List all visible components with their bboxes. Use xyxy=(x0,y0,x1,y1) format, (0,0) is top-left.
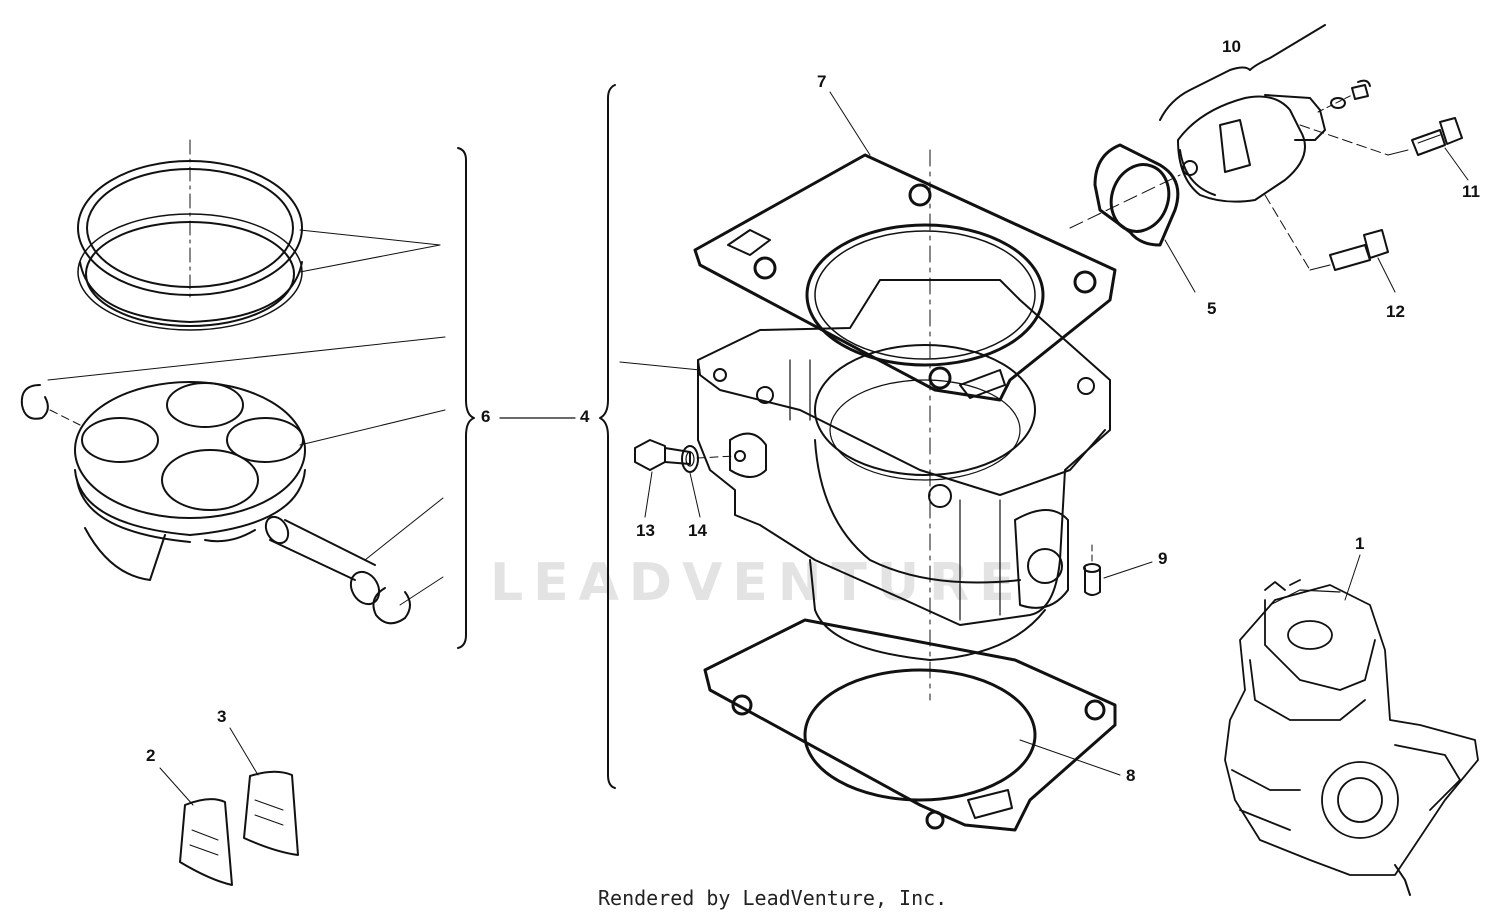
callout-12: 12 xyxy=(1386,302,1405,321)
decal-2[interactable] xyxy=(179,798,233,886)
callout-2: 2 xyxy=(146,746,156,765)
dowel-pin-9[interactable] xyxy=(1083,563,1101,596)
callout-4: 4 xyxy=(580,407,590,426)
watermark: LEADVENTURE xyxy=(490,553,1025,613)
piston-pin[interactable] xyxy=(261,513,384,609)
engine-assembly[interactable] xyxy=(1224,579,1479,896)
piston-circlip-right[interactable] xyxy=(372,587,411,625)
washer-14[interactable] xyxy=(681,445,699,473)
piston-rings[interactable] xyxy=(77,139,303,331)
brace-4 xyxy=(599,84,616,789)
callout-6: 6 xyxy=(481,407,491,426)
bolt-11[interactable] xyxy=(1411,117,1463,156)
callout-7: 7 xyxy=(817,72,827,91)
piston-circlip-left[interactable] xyxy=(20,384,49,420)
cylinder-base-gasket[interactable] xyxy=(703,618,1117,832)
chain-tensioner[interactable] xyxy=(1177,94,1326,203)
callout-11: 11 xyxy=(1462,182,1480,201)
tensioner-plug-screw[interactable] xyxy=(1351,79,1371,100)
callout-14: 14 xyxy=(688,521,707,540)
brace-10 xyxy=(1159,24,1326,121)
brace-6 xyxy=(457,147,475,649)
bolt-13[interactable] xyxy=(634,439,691,471)
callout-1: 1 xyxy=(1355,534,1365,553)
callout-10: 10 xyxy=(1222,37,1241,56)
cylinder-head-gasket[interactable] xyxy=(693,153,1117,402)
callout-9: 9 xyxy=(1158,549,1168,568)
piston[interactable] xyxy=(74,381,306,581)
callout-5: 5 xyxy=(1207,299,1217,318)
bolt-12[interactable] xyxy=(1329,229,1389,271)
callout-13: 13 xyxy=(636,521,655,540)
cylinder[interactable] xyxy=(697,279,1111,661)
callout-8: 8 xyxy=(1126,766,1136,785)
tensioner-washer[interactable] xyxy=(1330,97,1346,109)
callout-3: 3 xyxy=(217,707,227,726)
tensioner-gasket[interactable] xyxy=(1093,143,1180,247)
footer-credit: Rendered by LeadVenture, Inc. xyxy=(598,886,948,910)
decal-3[interactable] xyxy=(243,770,299,856)
